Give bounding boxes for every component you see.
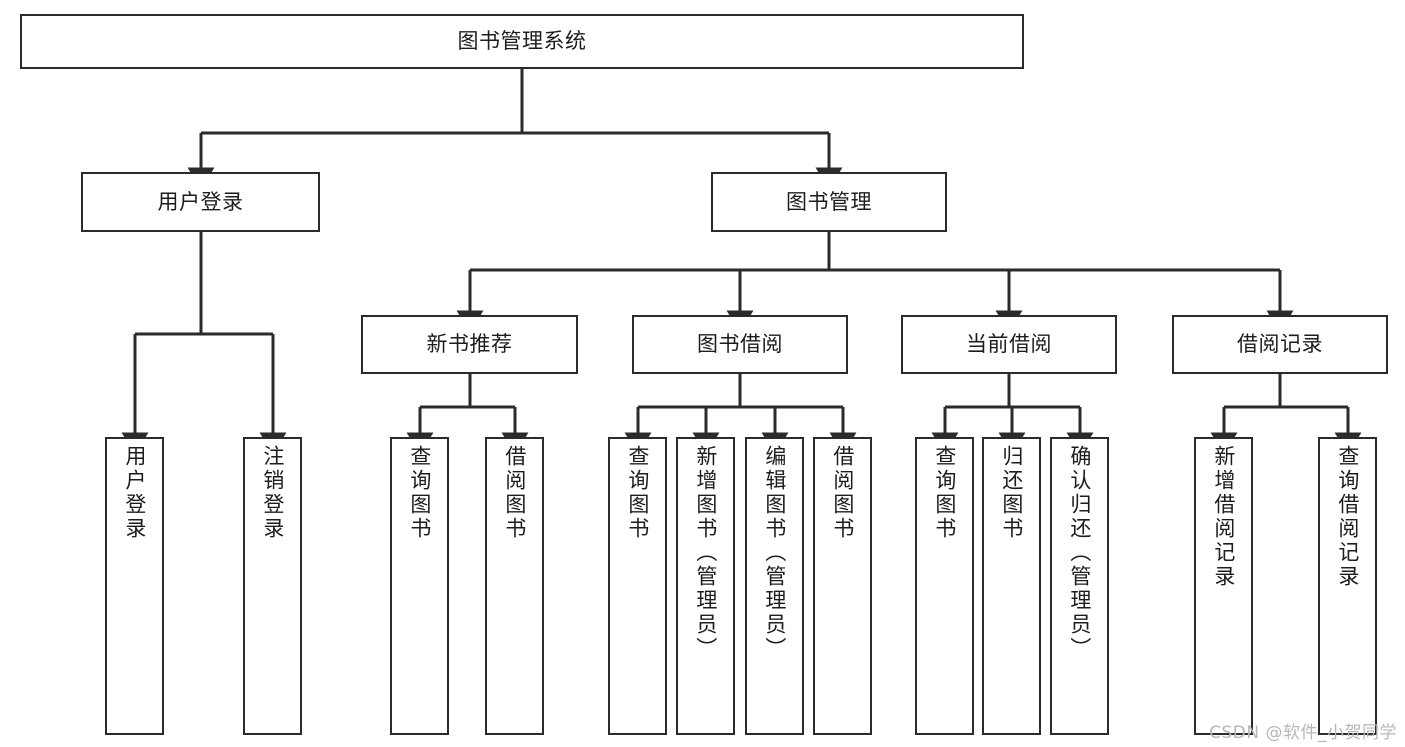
node-book-manage[interactable]: 图书管理 bbox=[711, 172, 947, 232]
node-leaf-query-book-1[interactable]: 查询图书 bbox=[390, 437, 449, 735]
node-leaf-add-book[interactable]: 新增图书（管理员） bbox=[676, 437, 735, 735]
node-leaf-add-record[interactable]: 新增借阅记录 bbox=[1194, 437, 1253, 735]
node-root[interactable]: 图书管理系统 bbox=[20, 14, 1024, 69]
node-leaf-user-login[interactable]: 用户登录 bbox=[105, 437, 164, 735]
node-leaf-edit-book[interactable]: 编辑图书（管理员） bbox=[745, 437, 804, 735]
node-label-current-borrow: 当前借阅 bbox=[966, 332, 1052, 357]
node-label-leaf-query-book-1: 查询图书 bbox=[407, 445, 432, 541]
node-label-user-login: 用户登录 bbox=[157, 189, 244, 214]
node-new-book-recommend[interactable]: 新书推荐 bbox=[361, 315, 578, 374]
node-label-leaf-edit-book: 编辑图书（管理员） bbox=[762, 445, 787, 661]
node-label-leaf-query-book-2: 查询图书 bbox=[625, 445, 650, 541]
node-borrow-record[interactable]: 借阅记录 bbox=[1172, 315, 1388, 374]
csdn-watermark: CSDN @软件_小贺同学 bbox=[1209, 723, 1397, 743]
node-user-login[interactable]: 用户登录 bbox=[81, 172, 320, 232]
node-label-leaf-confirm-return: 确认归还（管理员） bbox=[1067, 445, 1092, 661]
node-label-borrow-record: 借阅记录 bbox=[1237, 332, 1323, 357]
node-label-leaf-user-logout: 注销登录 bbox=[260, 445, 285, 541]
node-leaf-return-book[interactable]: 归还图书 bbox=[982, 437, 1041, 735]
node-label-book-manage: 图书管理 bbox=[786, 189, 872, 214]
node-leaf-query-record[interactable]: 查询借阅记录 bbox=[1318, 437, 1377, 735]
node-label-new-book-recommend: 新书推荐 bbox=[426, 332, 513, 357]
node-label-leaf-query-record: 查询借阅记录 bbox=[1335, 445, 1360, 589]
node-label-leaf-add-record: 新增借阅记录 bbox=[1211, 445, 1236, 589]
node-leaf-query-book-2[interactable]: 查询图书 bbox=[608, 437, 667, 735]
node-label-root: 图书管理系统 bbox=[457, 29, 587, 54]
node-leaf-borrow-book-1[interactable]: 借阅图书 bbox=[485, 437, 544, 735]
node-label-leaf-return-book: 归还图书 bbox=[999, 445, 1024, 541]
node-label-leaf-user-login: 用户登录 bbox=[122, 445, 147, 541]
node-label-book-borrow: 图书借阅 bbox=[697, 332, 783, 357]
edge-paths bbox=[121, 69, 1362, 455]
node-leaf-confirm-return[interactable]: 确认归还（管理员） bbox=[1050, 437, 1109, 735]
node-label-leaf-query-book-3: 查询图书 bbox=[932, 445, 957, 541]
node-leaf-user-logout[interactable]: 注销登录 bbox=[243, 437, 302, 735]
node-current-borrow[interactable]: 当前借阅 bbox=[901, 315, 1117, 374]
node-leaf-query-book-3[interactable]: 查询图书 bbox=[915, 437, 974, 735]
node-label-leaf-borrow-book-1: 借阅图书 bbox=[502, 445, 527, 541]
node-label-leaf-add-book: 新增图书（管理员） bbox=[693, 445, 718, 661]
node-label-leaf-borrow-book-2: 借阅图书 bbox=[830, 445, 855, 541]
node-book-borrow[interactable]: 图书借阅 bbox=[632, 315, 848, 374]
node-leaf-borrow-book-2[interactable]: 借阅图书 bbox=[813, 437, 872, 735]
